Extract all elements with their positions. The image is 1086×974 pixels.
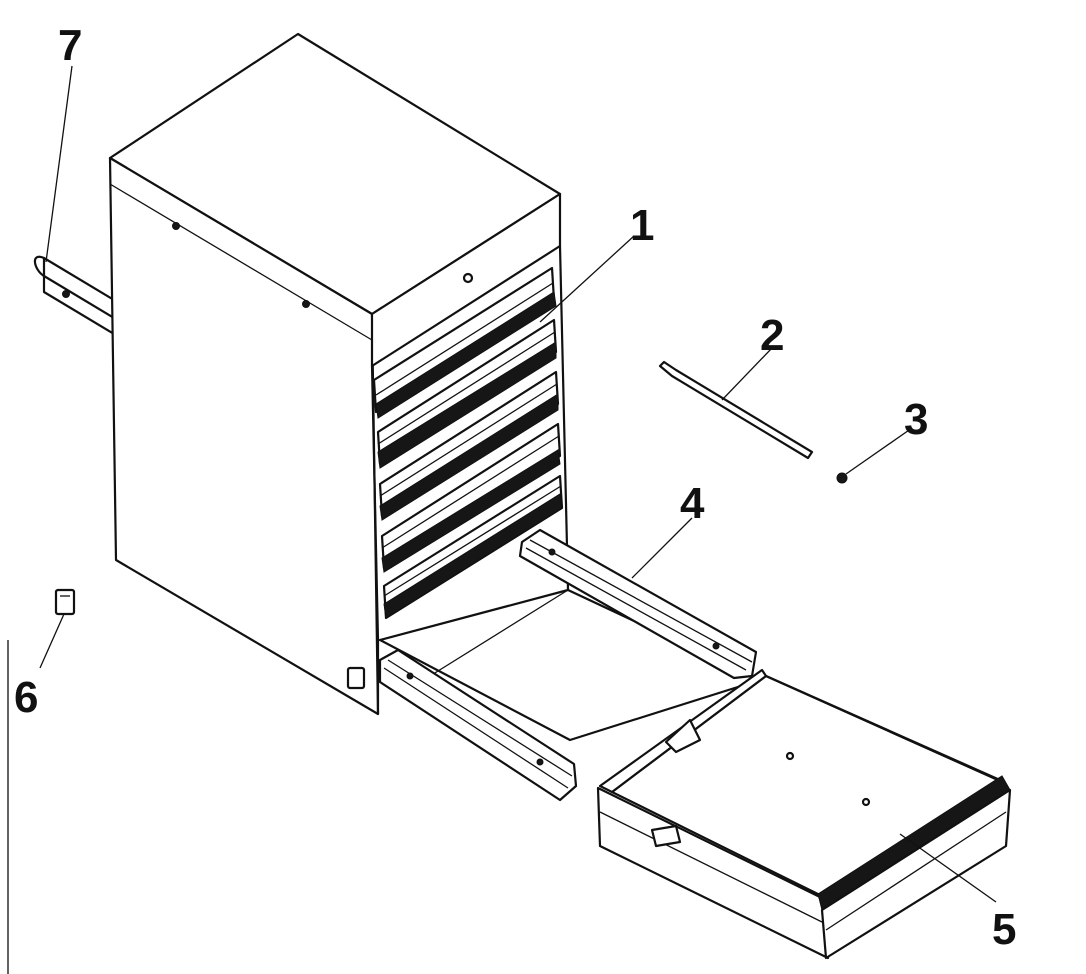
part-4-drawer-slides [378, 528, 758, 802]
part-5-drawer [596, 668, 1012, 960]
cabinet-body [108, 32, 570, 716]
part-3-screw [836, 472, 848, 484]
leader-7 [45, 65, 73, 263]
leader-2 [721, 347, 773, 401]
cabinet-drawers [372, 266, 762, 742]
leader-1 [539, 235, 635, 323]
drawer-strip-1 [375, 291, 557, 419]
callout-5: 5 [992, 905, 1016, 954]
callouts: 7 1 2 3 4 5 6 [14, 21, 1016, 954]
callout-1: 1 [630, 201, 654, 250]
leader-6 [39, 613, 65, 669]
drawer-strip-2 [377, 341, 557, 469]
leader-3 [845, 427, 913, 475]
drawer-strip-4 [381, 449, 561, 573]
callout-7: 7 [58, 21, 82, 70]
callout-6: 6 [14, 673, 38, 722]
callout-2: 2 [760, 311, 784, 360]
cabinet-glide [346, 666, 366, 690]
leader-5 [899, 833, 997, 903]
drawer-strip-3 [379, 393, 559, 521]
drawer-strip-5 [383, 493, 563, 619]
part-2-rod [658, 360, 814, 460]
leader-4 [631, 517, 693, 579]
callout-4: 4 [680, 479, 705, 528]
leader-lines [39, 65, 997, 903]
part-6-glide [54, 588, 76, 616]
callout-3: 3 [904, 395, 928, 444]
